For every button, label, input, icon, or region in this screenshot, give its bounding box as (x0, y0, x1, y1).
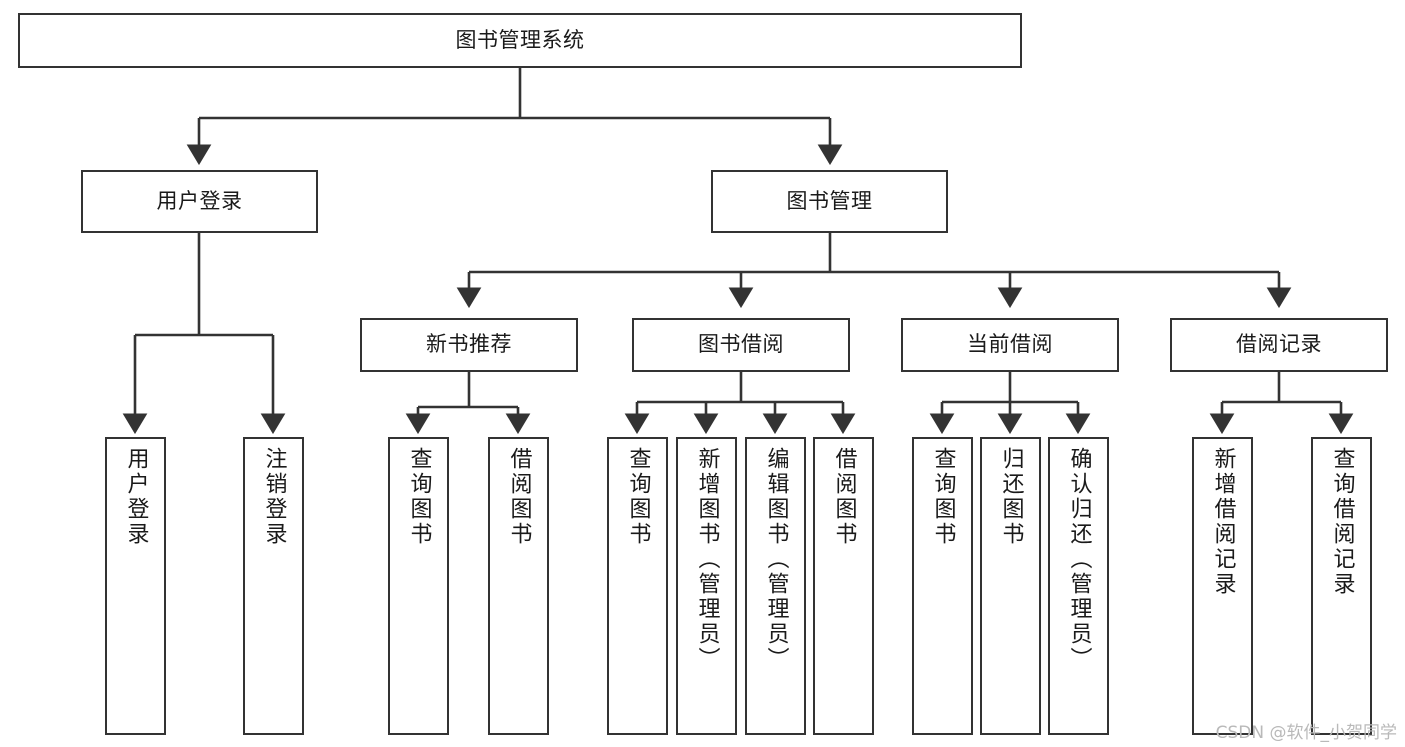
node-book-management[interactable]: 图书管理 (711, 170, 948, 233)
node-new-book-recommend[interactable]: 新书推荐 (360, 318, 578, 372)
node-label: 查询图书 (930, 447, 956, 547)
node-label: 借阅图书 (506, 447, 532, 547)
leaf-node-return-book[interactable]: 归还图书 (980, 437, 1041, 735)
node-label: 图书管理系统 (455, 27, 585, 52)
csdn-watermark: CSDN @软件_小贺同学 (1215, 723, 1397, 743)
leaf-node-borrow-book-2[interactable]: 借阅图书 (813, 437, 874, 735)
node-current-borrow[interactable]: 当前借阅 (901, 318, 1119, 372)
node-label: 注销登录 (261, 447, 287, 547)
leaf-node-edit-book[interactable]: 编辑图书（管理员） (745, 437, 806, 735)
leaf-node-confirm-return[interactable]: 确认归还（管理员） (1048, 437, 1109, 735)
node-label: 编辑图书（管理员） (763, 447, 789, 672)
node-borrow-record[interactable]: 借阅记录 (1170, 318, 1388, 372)
node-user-login[interactable]: 用户登录 (81, 170, 318, 233)
node-label: 查询图书 (625, 447, 651, 547)
node-label: 借阅记录 (1236, 332, 1322, 357)
node-label: 用户登录 (156, 188, 243, 213)
leaf-node-user-logout[interactable]: 注销登录 (243, 437, 304, 735)
leaf-node-user-login[interactable]: 用户登录 (105, 437, 166, 735)
leaf-node-query-book-1[interactable]: 查询图书 (388, 437, 449, 735)
node-label: 新书推荐 (426, 332, 512, 357)
node-label: 查询图书 (406, 447, 432, 547)
node-label: 确认归还（管理员） (1066, 447, 1092, 672)
node-label: 用户登录 (123, 447, 149, 547)
node-label: 归还图书 (998, 447, 1024, 547)
leaf-node-borrow-book-1[interactable]: 借阅图书 (488, 437, 549, 735)
node-root-system[interactable]: 图书管理系统 (18, 13, 1022, 68)
node-label: 图书管理 (786, 188, 873, 213)
node-label: 新增借阅记录 (1210, 447, 1236, 597)
node-label: 新增图书（管理员） (694, 447, 720, 672)
leaf-node-query-book-3[interactable]: 查询图书 (912, 437, 973, 735)
leaf-node-query-record[interactable]: 查询借阅记录 (1311, 437, 1372, 735)
node-book-borrow[interactable]: 图书借阅 (632, 318, 850, 372)
leaf-node-add-book[interactable]: 新增图书（管理员） (676, 437, 737, 735)
node-label: 图书借阅 (698, 332, 784, 357)
node-label: 查询借阅记录 (1329, 447, 1355, 597)
leaf-node-query-book-2[interactable]: 查询图书 (607, 437, 668, 735)
node-label: 借阅图书 (831, 447, 857, 547)
leaf-node-add-record[interactable]: 新增借阅记录 (1192, 437, 1253, 735)
node-label: 当前借阅 (967, 332, 1053, 357)
